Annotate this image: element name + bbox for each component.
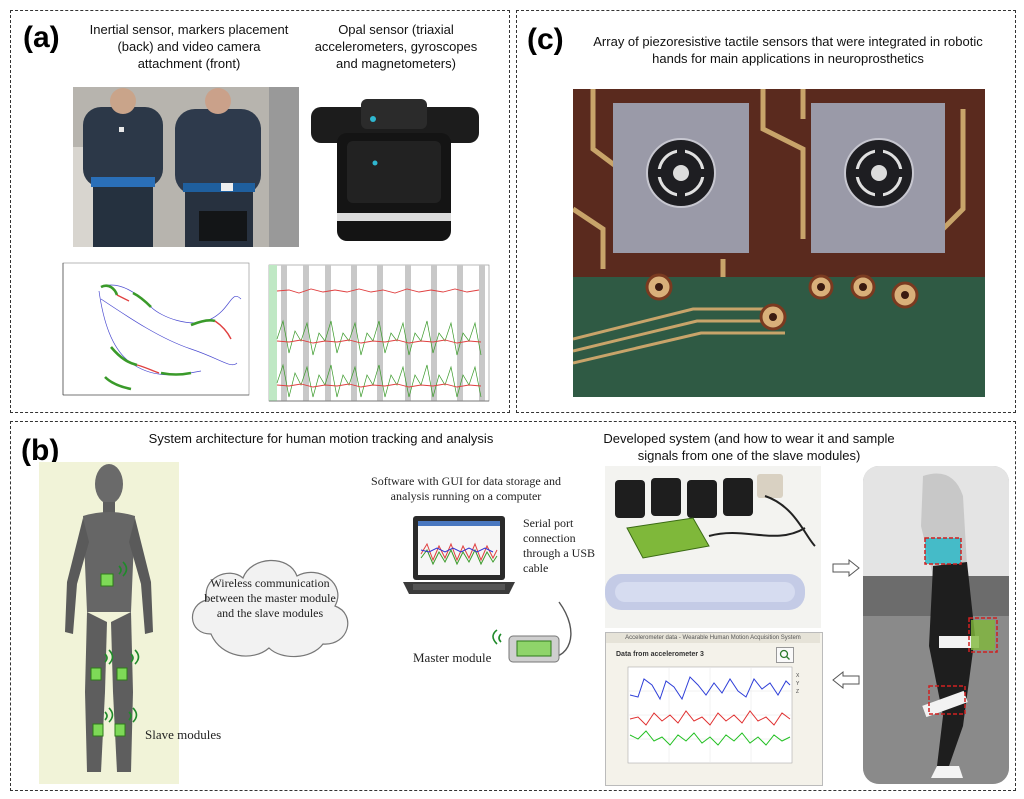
- zoom-button[interactable]: [776, 647, 794, 663]
- laptop-illustration: [399, 514, 519, 610]
- mannequin-graphic: [39, 462, 179, 784]
- panel-b-caption-left: System architecture for human motion tra…: [148, 431, 494, 446]
- arrow-left-icon: [832, 670, 860, 690]
- panel-b-caption-right: Developed system (and how to wear it and…: [603, 431, 895, 463]
- trajectory-plot-graphic: [62, 262, 250, 396]
- panel-a-caption-left: Inertial sensor, markers placement (back…: [89, 22, 289, 71]
- wearer-photo: [863, 466, 1009, 784]
- slave-modules-label: Slave modules: [145, 727, 222, 742]
- signal-plot-graphic: [268, 264, 490, 402]
- master-wireless-icon: [492, 629, 502, 645]
- opal-sensor-photo: [307, 93, 483, 249]
- panel-b: (b) System architecture for human motion…: [10, 421, 1016, 791]
- cloud-shape: [191, 559, 349, 658]
- master-module-device: [503, 632, 563, 666]
- wearer-illustration: [863, 466, 1009, 784]
- trajectory-plot: [41, 259, 253, 409]
- panel-b-label: (b): [21, 434, 60, 467]
- tactile-sensor-illustration: [573, 89, 985, 397]
- panel-c-label: (c): [527, 23, 564, 56]
- gui-window-title: Accelerometer data - Wearable Human Moti…: [606, 633, 820, 643]
- devices-illustration: [605, 466, 821, 628]
- panel-c: (c) Array of piezoresistive tactile sens…: [516, 10, 1016, 413]
- subjects-illustration: [73, 87, 299, 247]
- svg-text:X: X: [796, 673, 800, 679]
- cloud-text: Wireless communication between the maste…: [204, 576, 336, 620]
- svg-text:Y: Y: [796, 681, 800, 687]
- master-module-label: Master module: [413, 650, 492, 665]
- laptop-graphic: [403, 516, 515, 594]
- software-caption: Software with GUI for data storage and a…: [371, 474, 561, 503]
- svg-text:Z: Z: [796, 689, 799, 695]
- serial-caption: Serial port connection through a USB cab…: [523, 516, 595, 575]
- gui-screenshot: Accelerometer data - Wearable Human Moti…: [605, 632, 823, 786]
- opal-sensor-illustration: [311, 99, 479, 241]
- magnifier-icon: [779, 649, 790, 660]
- devices-photo: [605, 466, 821, 628]
- arrow-right-icon: [832, 558, 860, 578]
- panel-a-label: (a): [23, 21, 60, 54]
- wireless-cloud: Wireless communication between the maste…: [181, 544, 359, 664]
- panel-a-caption-right: Opal sensor (triaxial accelerometers, gy…: [314, 22, 478, 71]
- gui-accel-plot: XYZ: [627, 666, 800, 764]
- panel-a: (a) Inertial sensor, markers placement (…: [10, 10, 510, 413]
- subjects-photo: [73, 87, 299, 247]
- panel-c-caption: Array of piezoresistive tactile sensors …: [593, 34, 983, 66]
- tactile-sensor-photo: [573, 89, 985, 397]
- gui-plot-title: Data from accelerometer 3: [616, 651, 704, 658]
- master-module-graphic: [508, 635, 560, 663]
- signal-plot: [259, 261, 491, 411]
- mannequin-illustration: [39, 462, 179, 784]
